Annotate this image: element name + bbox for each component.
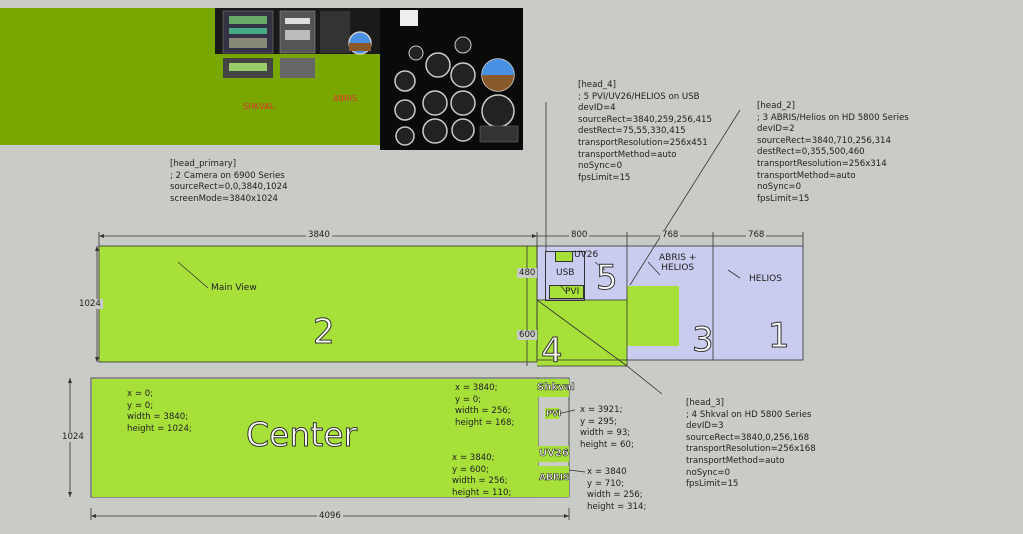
pvi-region (545, 408, 559, 419)
usb-label: USB (556, 268, 575, 278)
shkval-region (538, 379, 569, 397)
uv26-tag: UV26 (539, 448, 569, 460)
dim-768-b: 768 (746, 230, 767, 240)
dim-480: 480 (517, 268, 538, 278)
abris-region (538, 466, 569, 497)
uv26-region (538, 446, 569, 462)
center-coords: x = 0; y = 0; width = 3840; height = 102… (127, 389, 192, 434)
note-head-4: [head_4] ; 5 PVI/UV26/HELIOS on USB devI… (578, 80, 712, 183)
dim-1024-bottom: 1024 (60, 432, 86, 442)
region-2-main-view (99, 246, 537, 362)
note-head-2: [head_2] ; 3 ABRIS/Helios on HD 5800 Ser… (757, 101, 909, 204)
region-5-number: 5 (596, 258, 619, 299)
dim-600: 600 (517, 330, 538, 340)
region-3-number: 3 (692, 320, 715, 361)
shkval-coords: x = 3840; y = 0; width = 256; height = 1… (455, 383, 515, 428)
abris-helios-label: ABRIS + HELIOS (659, 253, 697, 273)
pvi-label: PVI (565, 287, 580, 297)
helios-label: HELIOS (749, 274, 782, 284)
uv26-coords: x = 3840; y = 600; width = 256; height =… (452, 453, 512, 498)
pvi-box (549, 285, 584, 299)
dim-4096: 4096 (317, 511, 343, 521)
shkval-tag: Shkval (537, 382, 575, 394)
region-4-number: 4 (541, 331, 564, 372)
abris-tag: ABRIS (539, 473, 570, 484)
region-1-number: 1 (768, 316, 791, 357)
note-head-primary: [head_primary] ; 2 Camera on 6900 Series… (170, 159, 288, 204)
center-region (92, 379, 538, 497)
dim-800: 800 (569, 230, 590, 240)
screenshot-strip: SHKVAL ABRIS (0, 8, 523, 150)
usb-box (545, 251, 585, 301)
dim-768-a: 768 (660, 230, 681, 240)
instrument-graphics (222, 10, 519, 146)
dim-1024-top: 1024 (77, 299, 103, 309)
dim-3840: 3840 (306, 230, 332, 240)
pvi-tag: PVI (546, 409, 562, 419)
region-3-abris-box (627, 286, 679, 346)
left-green-area (0, 8, 215, 145)
abris-coords: x = 3840 y = 710; width = 256; height = … (587, 467, 647, 512)
shkval-label: SHKVAL (243, 102, 275, 111)
region-1 (713, 246, 803, 360)
region-2-number: 2 (313, 312, 336, 353)
uv26-label: UV26 (574, 250, 599, 260)
pvi-coords: x = 3921; y = 295; width = 93; height = … (580, 405, 634, 450)
abris-label: ABRIS (333, 94, 357, 103)
center-label: Center (245, 415, 358, 455)
main-view-label: Main View (211, 283, 257, 293)
note-head-3: [head_3] ; 4 Shkval on HD 5800 Series de… (686, 398, 816, 490)
